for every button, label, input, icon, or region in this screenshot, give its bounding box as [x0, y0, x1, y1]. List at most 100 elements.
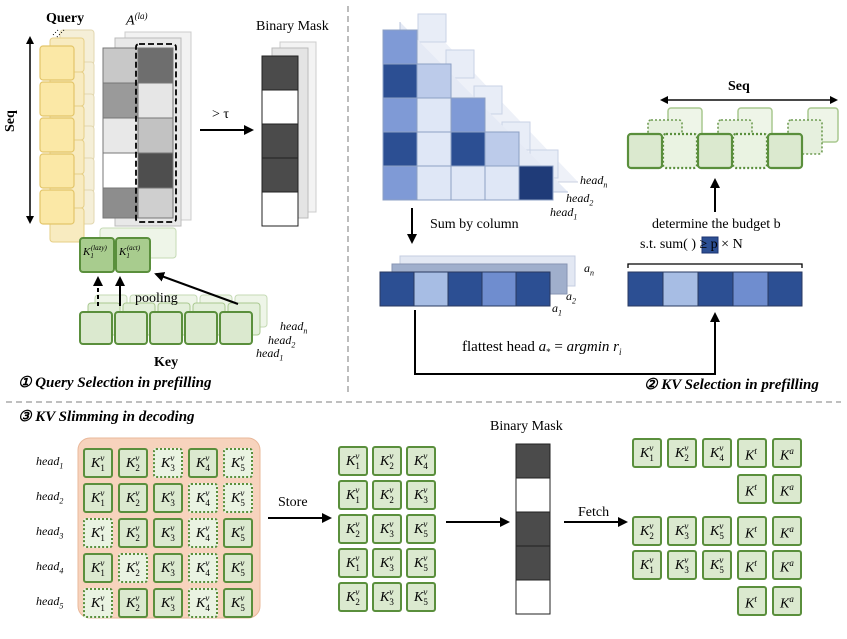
query-stack	[39, 29, 95, 243]
ka-cell: Ka	[772, 586, 802, 616]
pooling-arrows	[93, 272, 239, 306]
sum-label: Sum by column	[430, 217, 519, 232]
selected-head-bar	[627, 271, 803, 307]
budget-line-1: determine the budget b	[652, 217, 781, 232]
query-label: Query	[46, 11, 85, 26]
flattest-arrow	[414, 310, 720, 375]
p2-head-2: head2	[566, 191, 594, 208]
attention-label: A(la)	[126, 11, 148, 29]
head-label-2: head2	[36, 489, 64, 506]
ka-cell: Ka	[772, 438, 802, 468]
attention-matrix	[102, 31, 192, 227]
legend-swatch	[701, 236, 719, 254]
ka-cell: Ka	[772, 550, 802, 580]
head-label-4: head4	[36, 559, 64, 576]
pooled-keys	[79, 227, 177, 273]
a-1-label: a1	[552, 301, 562, 318]
binary-mask-1	[261, 41, 317, 227]
column-sums-stack	[379, 255, 576, 307]
caption-3: ③ KV Slimming in decoding	[18, 409, 195, 425]
kt-cell: Kt	[737, 438, 767, 468]
pooling-label: pooling	[135, 291, 178, 306]
kt-cell: Kt	[737, 516, 767, 546]
caption-1: ① Query Selection in prefilling	[18, 375, 212, 391]
a-2-label: a2	[566, 289, 576, 306]
key-stack	[79, 294, 268, 345]
k-act-label: K1(act)	[119, 244, 141, 260]
p1-head-n: headn	[280, 319, 308, 336]
ka-cell: Ka	[772, 474, 802, 504]
p2-head-n: headn	[580, 173, 608, 190]
kt-cell: Kt	[737, 474, 767, 504]
head-label-1: head1	[36, 454, 64, 471]
seq-label-2: Seq	[728, 79, 750, 94]
key-label: Key	[154, 355, 179, 370]
binary-mask-2	[515, 443, 551, 615]
fetch-label: Fetch	[578, 505, 610, 520]
seq-label-1: Seq	[3, 110, 18, 132]
bracket	[627, 263, 803, 268]
kt-cell: Kt	[737, 586, 767, 616]
kt-cell: Kt	[737, 550, 767, 580]
budget-line-2: s.t. sum( ) ≥ p × N	[640, 237, 743, 252]
head-matrix-front	[382, 29, 554, 201]
a-n-label: an	[584, 261, 594, 278]
binary-mask-label-1: Binary Mask	[256, 19, 329, 34]
store-label: Store	[278, 495, 308, 510]
ka-cell: Ka	[772, 516, 802, 546]
seq-kv-stack	[626, 107, 839, 170]
p1-head-2: head2	[268, 333, 296, 350]
flattest-label: flattest head a* = argmin ri	[462, 339, 622, 357]
caption-2: ② KV Selection in prefilling	[644, 377, 819, 393]
threshold-label: > τ	[212, 107, 230, 122]
p2-head-1: head1	[550, 205, 578, 222]
k-lazy-label: K1(lazy)	[83, 244, 107, 260]
head-label-3: head3	[36, 524, 64, 541]
